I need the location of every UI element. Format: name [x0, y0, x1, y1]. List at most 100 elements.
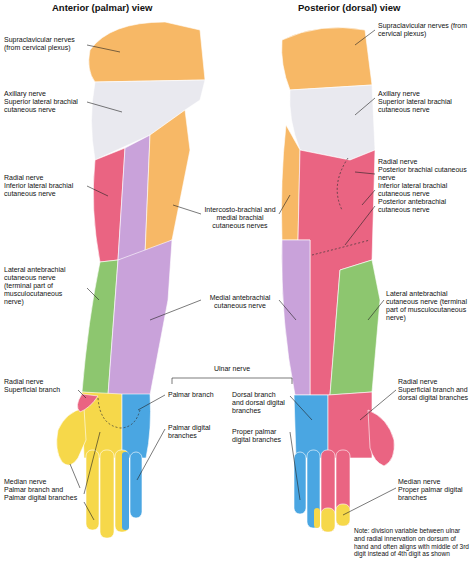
intercostobrachial-region — [282, 125, 301, 240]
medial-antebrachial-region — [282, 240, 310, 395]
posterior-arm — [282, 28, 395, 532]
finger — [115, 450, 129, 532]
label-group: Note: division variable between ulnar an… — [354, 527, 470, 558]
nerve-label: Radial nerve — [398, 378, 470, 386]
leader-line — [355, 30, 375, 45]
label-group: Anterior (palmar) view — [52, 3, 202, 14]
nerve-label: Median nerve — [4, 478, 80, 486]
leader-line — [87, 45, 120, 52]
nerve-label: Posterior brachial cutaneous nerve — [378, 166, 470, 182]
finger-tip — [314, 508, 320, 528]
thumb — [368, 410, 394, 466]
label-group: Supraclavicular nerves (from cervical pl… — [378, 22, 470, 38]
leader-line — [368, 300, 384, 320]
label-group: Dorsal branch and dorsal digital branche… — [232, 391, 288, 415]
medial-brachial-region — [118, 135, 150, 260]
finger — [336, 450, 350, 526]
leader-line — [362, 190, 375, 205]
leader-line — [137, 429, 165, 480]
view-title: Anterior (palmar) view — [52, 3, 202, 14]
leader-line — [84, 432, 100, 494]
bracket-line — [279, 195, 290, 214]
finger — [321, 450, 335, 532]
leader-line — [290, 396, 312, 420]
nerve-label: Dorsal branch and dorsal digital branche… — [232, 391, 288, 415]
supraclavicular-region — [282, 28, 372, 90]
nerve-label: Superficial branch and dorsal digital br… — [398, 386, 470, 402]
label-group: Palmar branch — [168, 391, 222, 399]
leader-line — [87, 288, 99, 300]
bracket-line — [150, 300, 201, 320]
nerve-label: Palmar digital branches — [168, 424, 222, 440]
medial-antebrachial-region — [108, 240, 172, 395]
nerve-label: Ulnar nerve — [192, 365, 272, 373]
radial-dorsum — [328, 392, 372, 458]
nerve-label: Lateral antebrachial cutaneous nerve (te… — [386, 290, 470, 322]
nerve-label: Lateral antebrachial cutaneous nerve (te… — [4, 266, 84, 306]
leader-line — [355, 172, 375, 174]
lateral-antebrachial-region — [330, 260, 380, 395]
label-group: Median nerveProper palmar digital branch… — [398, 478, 470, 502]
thumb — [57, 408, 86, 465]
nerve-label: Radial nerve — [378, 158, 470, 166]
leader-line — [138, 395, 165, 410]
leader-line — [87, 102, 122, 112]
label-group: Radial nerveInferior lateral brachial cu… — [4, 174, 84, 198]
nerve-label: Superficial branch — [4, 386, 76, 394]
label-group: Lateral antebrachial cutaneous nerve (te… — [4, 266, 84, 306]
nerve-label: Supraclavicular nerves (from cervical pl… — [4, 36, 84, 52]
label-group: Supraclavicular nerves (from cervical pl… — [4, 36, 84, 52]
nerve-label: Median nerve — [398, 478, 470, 486]
intercostobrachial-region — [145, 110, 190, 255]
label-group: Posterior (dorsal) view — [298, 3, 448, 14]
anterior-arm — [57, 22, 205, 538]
nerve-label: Superior lateral brachial cutaneous nerv… — [4, 98, 84, 114]
radial-superficial-patch — [77, 394, 98, 412]
dashed-line — [337, 158, 348, 210]
bracket-line — [279, 300, 296, 320]
label-group: Proper palmar digital branches — [232, 428, 288, 444]
ulnar-palm — [122, 394, 151, 458]
label-group: Median nervePalmar branch and Palmar dig… — [4, 478, 80, 502]
nerve-label: Radial nerve — [4, 174, 84, 182]
nerve-label: Inferior lateral brachial cutaneous nerv… — [378, 182, 470, 198]
leader-line — [290, 432, 300, 500]
label-group: Medial antebrachial cutaneous nerve — [204, 294, 276, 310]
bracket — [172, 378, 292, 384]
nerve-label: Superior lateral brachial cutaneous nerv… — [378, 98, 470, 114]
nerve-label: Axillary nerve — [378, 90, 470, 98]
label-group: Intercosto-brachial and medial brachial … — [204, 206, 276, 230]
label-group: Radial nerveSuperficial branch — [4, 378, 76, 394]
leader-line — [78, 390, 86, 398]
dashed-boundaries — [98, 158, 370, 428]
leader-line — [87, 186, 108, 196]
dashed-line — [312, 240, 370, 255]
axillary-region — [290, 85, 375, 160]
supraclavicular-region — [89, 22, 205, 82]
leader-line — [360, 390, 396, 420]
finger — [100, 450, 114, 538]
finger — [294, 452, 306, 514]
finger-half — [122, 452, 129, 530]
note-text: Note: division variable between ulnar an… — [354, 527, 470, 558]
leader-lines — [70, 30, 396, 520]
view-title: Posterior (dorsal) view — [298, 3, 448, 14]
nerve-label: Supraclavicular nerves (from cervical pl… — [378, 22, 470, 38]
nerve-label: Proper palmar digital branches — [398, 486, 470, 502]
finger — [130, 452, 142, 518]
nerve-label: Palmar branch — [168, 391, 222, 399]
nerve-label: Medial antebrachial cutaneous nerve — [204, 294, 276, 310]
nerve-label: Axillary nerve — [4, 90, 84, 98]
label-group: Axillary nerveSuperior lateral brachial … — [378, 90, 470, 114]
nerve-label: Posterior antebrachial cutaneous nerve — [378, 198, 470, 214]
bracket-line — [173, 205, 201, 214]
label-group: Radial nerveSuperficial branch and dorsa… — [398, 378, 470, 402]
leader-line — [84, 502, 94, 520]
label-group: Radial nervePosterior brachial cutaneous… — [378, 158, 470, 214]
finger-tip — [321, 508, 335, 532]
label-group: Ulnar nerve — [192, 365, 272, 373]
leader-line — [70, 464, 80, 488]
nerve-label: Proper palmar digital branches — [232, 428, 288, 444]
nerve-label: Intercosto-brachial and medial brachial … — [204, 206, 276, 230]
